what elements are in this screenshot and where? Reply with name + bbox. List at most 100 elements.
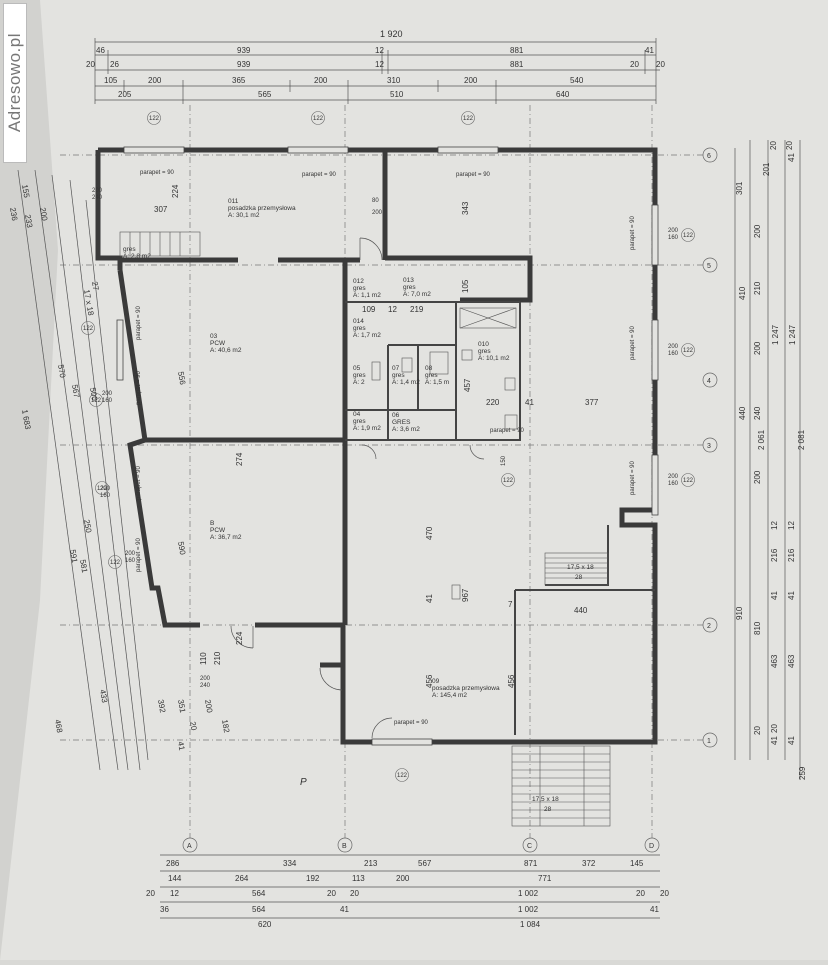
room-name-12: posadzka przemysłowa (432, 685, 500, 692)
interior-dim-13: 967 (461, 588, 470, 602)
top-dim-r3-6: 540 (570, 76, 584, 85)
interior-dim-10: 377 (585, 398, 599, 407)
top-dimension-chain (94, 38, 660, 104)
left-dim-20: 581 (78, 559, 89, 574)
room-id-6: 010 (478, 341, 489, 348)
window-tag-1: 122 (313, 116, 324, 122)
top-dim-r2-4: 881 (510, 60, 524, 69)
left-dim-1: 200 (38, 207, 49, 222)
room-area-11: A: 3,6 m2 (392, 426, 420, 433)
window-w-5: 200 (102, 391, 113, 397)
axis-circle-3 (702, 437, 718, 453)
right-dim-0: 301 (735, 181, 744, 195)
watermark-logo: Adresowo.pl (3, 3, 27, 163)
room-name-8: gres (392, 372, 405, 379)
right-dim-15: 200 (753, 470, 762, 484)
interior-stairs (119, 231, 609, 586)
parapet-label-v-1: parapet = 90 (630, 325, 636, 360)
bottom-dim-r3-7: 20 (660, 889, 669, 898)
top-dim-r3-2: 365 (232, 76, 246, 85)
right-dim-27: 20 (770, 724, 779, 733)
window-w-6: 200 (100, 486, 111, 492)
right-dim-26: 20 (753, 726, 762, 735)
room-name-7: gres (353, 372, 366, 379)
room-name-4: gres (403, 284, 416, 291)
parapet-label-v-5: parapet = 90 (136, 465, 142, 500)
window-tag-10: 122 (97, 486, 108, 492)
axis-number-1: 1 (707, 738, 711, 745)
axis-number-4: 4 (707, 378, 711, 385)
left-dim-13: 20 (188, 721, 199, 732)
window-small-w: 80 (372, 198, 379, 204)
bottom-dim-r3-0: 20 (146, 889, 155, 898)
room-id-5: 014 (353, 318, 364, 325)
bottom-dim-r2-1: 264 (235, 874, 249, 883)
window-tag-circle-8 (81, 321, 95, 335)
bottom-dim-r4-2: 41 (340, 905, 349, 914)
interior-dim-2: 224 (171, 184, 180, 198)
interior-dim-19: 224 (235, 631, 244, 645)
window-w-2: 200 (668, 344, 679, 350)
room-id-11: 06 (392, 412, 400, 419)
interior-dim-17: 110 (199, 652, 208, 665)
bottom-dim-r1-5: 372 (582, 859, 596, 868)
p-mark: P (300, 777, 307, 788)
room-area-6: A: 10,1 m2 (478, 355, 510, 362)
parapet-label-v-4: parapet = 90 (136, 370, 142, 405)
room-area-5: A: 1,7 m2 (353, 332, 381, 339)
left-dim-9: 351 (176, 699, 187, 714)
window-door-h: 150 (501, 455, 507, 466)
parapet-label-1: parapet = 90 (302, 172, 337, 178)
room-area-7: A: 2 (353, 379, 365, 386)
axis-circle-D (644, 837, 660, 853)
right-dimension-chain (734, 140, 801, 780)
window-small-h: 200 (372, 210, 383, 216)
bottom-dim-r3-6: 20 (636, 889, 645, 898)
window-w-0: 200 (92, 188, 103, 194)
right-dim-13: 2 061 (757, 429, 766, 450)
right-dim-18: 216 (770, 548, 779, 562)
bottom-dim-r2-0: 144 (168, 874, 182, 883)
top-dim-r2-3: 12 (375, 60, 384, 69)
parapet-label-v-3: parapet = 90 (136, 305, 142, 340)
watermark-text: Adresowo.pl (5, 33, 24, 133)
window-h-6: 160 (100, 493, 111, 499)
bottom-dim-r4-1: 564 (252, 905, 266, 914)
window-w-3: 200 (668, 474, 679, 480)
left-dim-12: 41 (176, 741, 187, 752)
interior-walls (120, 150, 655, 735)
parapet-label-v-0: parapet = 90 (630, 215, 636, 250)
top-dim-r3-4: 310 (387, 76, 401, 85)
window-h-0: 240 (92, 195, 103, 201)
window-h-4: 240 (200, 683, 211, 689)
axis-letter-B: B (342, 843, 347, 850)
interior-dim-5: 219 (410, 305, 424, 314)
room-id-1: 03 (210, 333, 218, 340)
bottom-dim-r4-0: 36 (160, 905, 169, 914)
window-tag-8: 122 (83, 326, 94, 332)
right-dim-21: 810 (753, 621, 762, 635)
room-area-4: A: 7,0 m2 (403, 291, 431, 298)
window-tag-circle-9 (89, 393, 103, 407)
room-area-2: A: 36,7 m2 (210, 534, 242, 541)
room-id-7: 05 (353, 365, 361, 372)
axis-number-2: 2 (707, 623, 711, 630)
top-dim-r1-3: 881 (510, 46, 524, 55)
left-dimension-chain (17, 169, 149, 771)
room-name-11: GRES (392, 419, 411, 426)
interior-dim-8: 220 (486, 398, 500, 407)
window-h-1: 160 (668, 235, 679, 241)
room-name-13: gres (123, 246, 136, 253)
top-dim-r1-2: 12 (375, 46, 384, 55)
room-name-6: gres (478, 348, 491, 355)
bottom-dim-r1-6: 145 (630, 859, 644, 868)
window-tag-6: 122 (683, 348, 694, 354)
bottom-dim-r4-3: 1 002 (518, 905, 539, 914)
bottom-dim-r1-0: 286 (166, 859, 180, 868)
right-dim-4: 41 (787, 153, 796, 162)
bottom-dim-r3-1: 12 (170, 889, 179, 898)
right-dim-5: 200 (753, 224, 762, 238)
marker-7: 7 (508, 600, 513, 609)
bottom-dim-r4-4: 41 (650, 905, 659, 914)
